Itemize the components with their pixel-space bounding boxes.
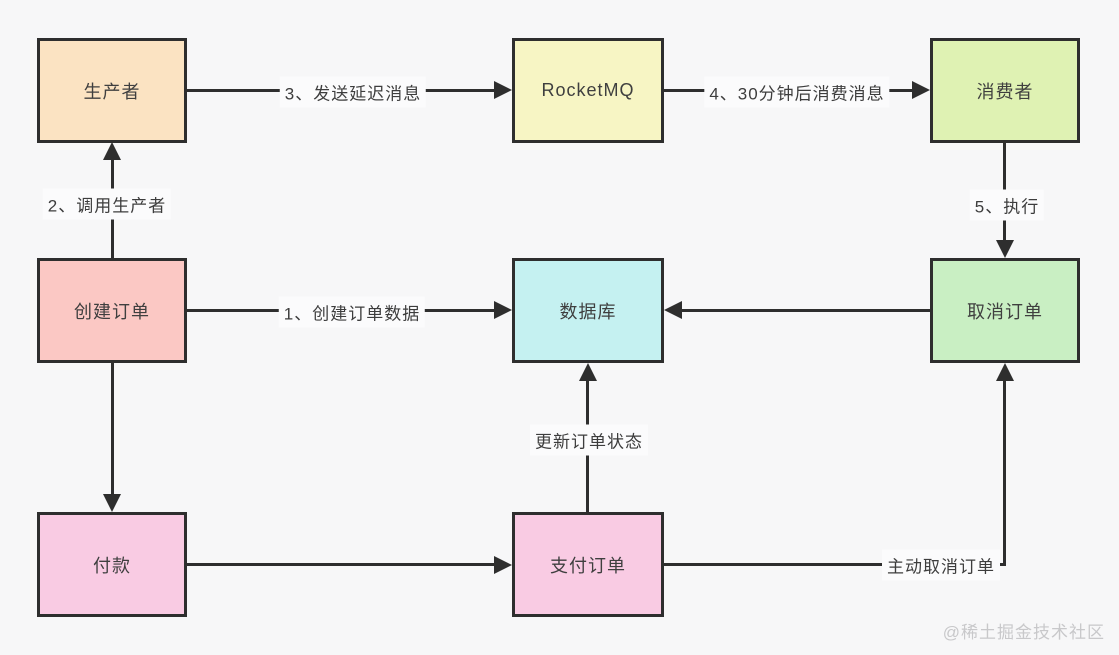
node-consumer-label: 消费者 bbox=[976, 81, 1034, 102]
node-database: 数据库 bbox=[512, 258, 664, 363]
arrowhead-into-payment-icon bbox=[103, 494, 121, 512]
edge-label-manual-cancel-order: 主动取消订单 bbox=[882, 549, 1000, 581]
arrowhead-into-cancel-order-bottom-icon bbox=[996, 363, 1014, 381]
edge-label-send-delayed-message: 3、发送延迟消息 bbox=[279, 76, 427, 108]
edge-manual-cancel-order-line-vertical bbox=[1003, 379, 1006, 566]
node-payment: 付款 bbox=[37, 512, 187, 617]
arrowhead-into-pay-order-icon bbox=[494, 556, 512, 574]
node-consumer: 消费者 bbox=[930, 38, 1080, 143]
node-cancel-order-label: 取消订单 bbox=[967, 301, 1043, 322]
edge-label-consume-after-30min: 4、30分钟后消费消息 bbox=[704, 76, 890, 108]
edge-label-execute: 5、执行 bbox=[969, 189, 1045, 221]
node-database-label: 数据库 bbox=[559, 301, 617, 322]
arrowhead-into-database-bottom-icon bbox=[579, 363, 597, 381]
node-pay-order-label: 支付订单 bbox=[550, 555, 626, 576]
edge-label-call-producer: 2、调用生产者 bbox=[42, 188, 172, 220]
node-rocketmq-label: RocketMQ bbox=[541, 80, 635, 100]
node-producer-label: 生产者 bbox=[83, 81, 141, 102]
node-producer: 生产者 bbox=[37, 38, 187, 143]
arrowhead-into-consumer-icon bbox=[912, 81, 930, 99]
edge-label-update-order-status: 更新订单状态 bbox=[530, 424, 648, 456]
node-cancel-order: 取消订单 bbox=[930, 258, 1080, 363]
edge-create-to-payment-line bbox=[111, 363, 114, 496]
edge-manual-cancel-order-line-horizontal bbox=[664, 563, 1006, 566]
node-create-order-label: 创建订单 bbox=[74, 301, 150, 322]
node-pay-order: 支付订单 bbox=[512, 512, 664, 617]
arrowhead-into-database-left-icon bbox=[494, 301, 512, 319]
node-rocketmq: RocketMQ bbox=[512, 38, 664, 143]
arrowhead-into-database-right-icon bbox=[664, 301, 682, 319]
node-create-order: 创建订单 bbox=[37, 258, 187, 363]
juejin-watermark: @稀土掘金技术社区 bbox=[942, 623, 1105, 642]
arrowhead-into-producer-icon bbox=[103, 142, 121, 160]
arrowhead-into-rocketmq-icon bbox=[494, 81, 512, 99]
edge-payment-to-pay-order-line bbox=[187, 563, 496, 566]
arrowhead-into-cancel-order-top-icon bbox=[996, 240, 1014, 258]
node-payment-label: 付款 bbox=[93, 555, 131, 576]
edge-cancel-to-database-line bbox=[680, 309, 930, 312]
edge-label-create-order-data: 1、创建订单数据 bbox=[278, 296, 426, 328]
